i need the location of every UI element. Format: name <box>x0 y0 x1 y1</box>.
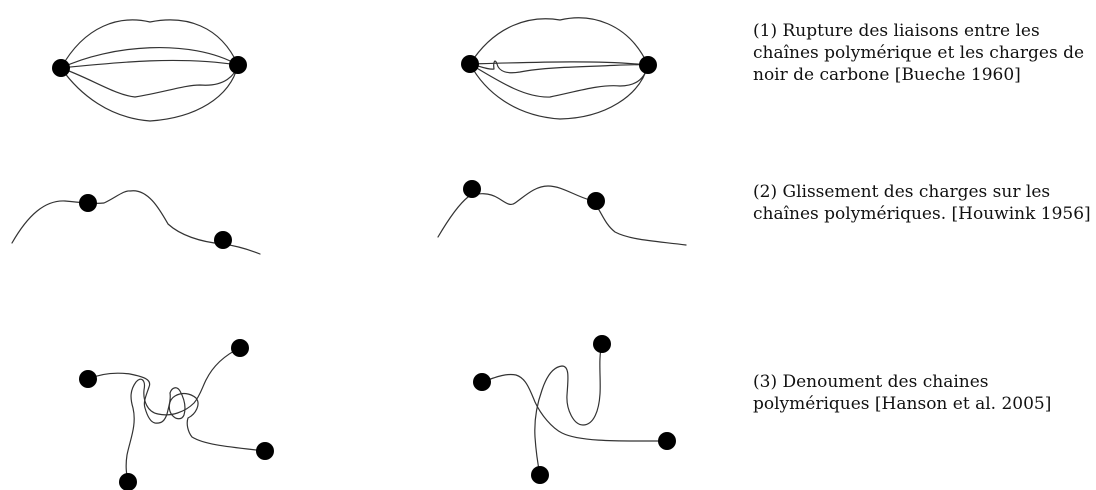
caption-line: polymériques [Hanson et al. 2005] <box>753 394 1052 414</box>
filler-particle <box>52 59 70 77</box>
polymer-chain <box>87 372 266 452</box>
filler-particle <box>79 194 97 212</box>
broken-polymer-chain <box>469 60 649 74</box>
row3-before-diagram <box>79 339 274 490</box>
polymer-chain <box>534 343 603 476</box>
filler-particle <box>593 335 611 353</box>
filler-particle <box>639 56 657 74</box>
row3-after-diagram <box>473 335 676 484</box>
caption-line: noir de carbone [Bueche 1960] <box>753 65 1021 85</box>
caption-glissement: (2) Glissement des charges sur les chaîn… <box>753 181 1093 225</box>
polymer-chain <box>481 373 668 442</box>
filler-particle <box>119 473 137 490</box>
caption-line: (1) Rupture des liaisons entre les <box>753 21 1040 41</box>
row2-after-diagram <box>437 180 687 246</box>
caption-line: (2) Glissement des charges sur les <box>753 182 1051 202</box>
filler-particle <box>531 466 549 484</box>
filler-particle <box>473 373 491 391</box>
filler-particle <box>256 442 274 460</box>
row1-before-diagram <box>52 19 247 122</box>
caption-line: chaînes polymériques. [Houwink 1956] <box>753 204 1091 224</box>
row1-after-diagram <box>461 17 657 120</box>
polymer-chain <box>60 19 239 69</box>
filler-particle <box>214 231 232 249</box>
filler-particle <box>229 56 247 74</box>
caption-denouement: (3) Denoument des chaines polymériques [… <box>753 371 1093 415</box>
caption-line: chaînes polymérique et les charges de <box>753 43 1085 63</box>
filler-particle <box>658 432 676 450</box>
polymer-chain <box>469 17 649 66</box>
filler-particle <box>461 55 479 73</box>
polymer-chain <box>125 347 241 483</box>
polymer-chain <box>469 63 649 98</box>
caption-rupture: (1) Rupture des liaisons entre les chaîn… <box>753 20 1093 86</box>
polymer-chain <box>60 64 239 98</box>
polymer-chain <box>60 47 239 69</box>
filler-particle <box>79 370 97 388</box>
caption-line: (3) Denoument des chaines <box>753 372 989 392</box>
polymer-chain <box>469 61 649 66</box>
filler-particle <box>587 192 605 210</box>
polymer-chain <box>60 64 239 122</box>
polymer-chain <box>469 63 649 120</box>
polymer-chain <box>60 59 239 69</box>
filler-particle <box>231 339 249 357</box>
filler-particle <box>463 180 481 198</box>
row2-before-diagram <box>11 190 261 255</box>
